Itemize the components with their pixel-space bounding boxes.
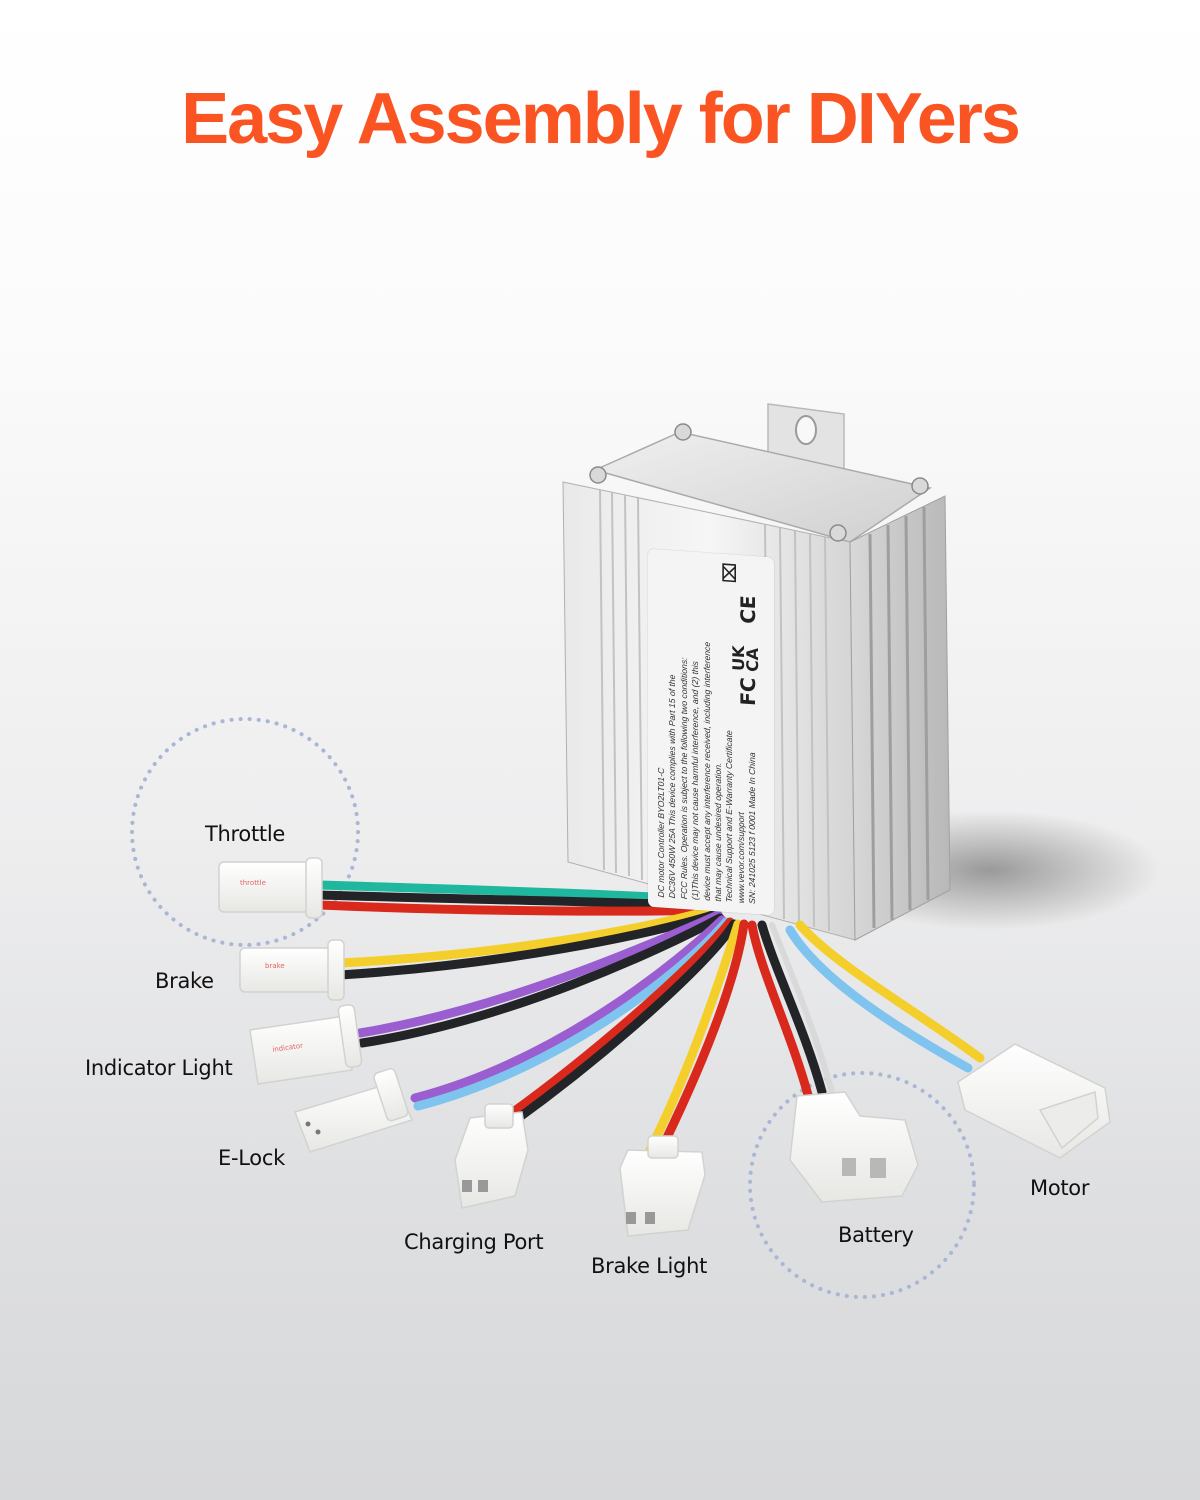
label-battery: Battery — [838, 1223, 914, 1247]
motor-connector — [957, 1043, 1111, 1159]
label-charging-port: Charging Port — [404, 1230, 544, 1254]
indicator-light-connector: indicator — [249, 1004, 363, 1085]
label-brake-light: Brake Light — [591, 1254, 708, 1278]
battery-connector — [789, 1091, 919, 1203]
charging-port-connector — [454, 1103, 529, 1209]
battery-highlight-ring — [748, 1071, 976, 1299]
label-line: (1)This device may not cause harmful int… — [690, 660, 701, 901]
fcc-mark-icon: FC — [736, 676, 761, 707]
page-title: Easy Assembly for DIYers — [181, 79, 1021, 159]
certification-marks: FC UK CA CE ⌧ — [720, 562, 768, 707]
svg-text:brake: brake — [265, 962, 285, 970]
label-e-lock: E-Lock — [218, 1146, 285, 1170]
label-line: FCC Rules. Operation is subject to the f… — [678, 657, 689, 900]
label-line: DC36V 450W 25A This device complies with… — [667, 674, 678, 899]
connector-housings: throttle brake indicator — [218, 857, 1111, 1237]
svg-text:throttle: throttle — [240, 879, 266, 887]
label-line: device must accept any interference rece… — [701, 641, 712, 902]
label-throttle: Throttle — [205, 822, 285, 846]
label-indicator-light: Indicator Light — [85, 1056, 233, 1080]
ce-mark-icon: CE — [736, 594, 761, 625]
label-line: that may cause undesired operation. — [713, 762, 724, 902]
e-lock-connector — [294, 1068, 414, 1153]
label-motor: Motor — [1030, 1176, 1090, 1200]
throttle-connector: throttle — [218, 857, 323, 919]
label-brake: Brake — [155, 969, 214, 993]
brake-connector: brake — [239, 939, 345, 1001]
brake-light-connector — [619, 1135, 706, 1237]
throttle-highlight-ring — [130, 717, 360, 947]
ukca-mark-icon: UK CA — [729, 644, 762, 673]
label-line: DC motor Controller BYO2LT01-C — [656, 767, 666, 898]
product-label-sticker: DC motor Controller BYO2LT01-C DC36V 450… — [648, 548, 774, 916]
weee-bin-icon: ⌧ — [719, 561, 741, 584]
